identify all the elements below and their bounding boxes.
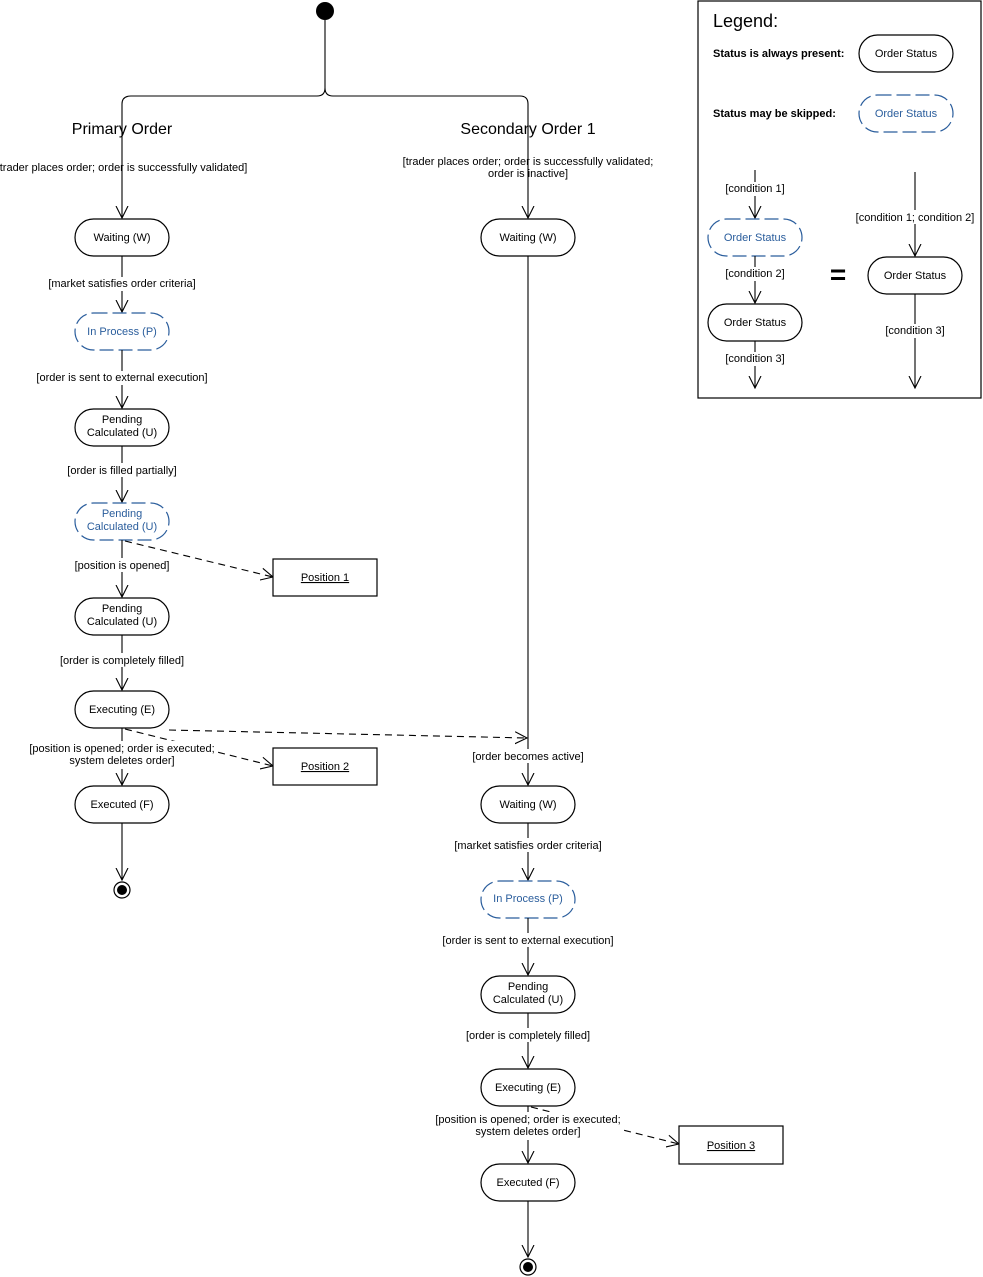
label-bg — [880, 324, 950, 338]
state-label: Calculated (U) — [87, 427, 157, 439]
legend-skipped-label: Status may be skipped: — [713, 108, 836, 120]
label-bg — [30, 741, 214, 769]
state-label: Calculated (U) — [87, 616, 157, 628]
state-label: Order Status — [884, 270, 947, 282]
condition-label: system deletes order] — [69, 755, 174, 767]
flow-secondary-start — [324, 87, 528, 218]
label-bg — [720, 182, 790, 196]
legend-condition: [condition 3] — [885, 325, 944, 337]
label-bg — [456, 838, 600, 852]
condition-label: system deletes order] — [475, 1126, 580, 1138]
flow-primary-start — [122, 20, 326, 218]
state-label: Waiting (W) — [93, 232, 150, 244]
state-label: Order Status — [724, 232, 787, 244]
state-label: Executing (E) — [495, 1082, 561, 1094]
condition-label: [market satisfies order criteria] — [48, 278, 195, 290]
label-bg — [856, 210, 974, 224]
state-label: Waiting (W) — [499, 799, 556, 811]
position-3-box — [678, 1125, 784, 1165]
condition-label: [position is opened; order is executed; — [435, 1114, 620, 1126]
final-node-core — [523, 1262, 533, 1272]
condition-label: [order becomes active] — [472, 751, 583, 763]
position-2-box — [272, 747, 378, 786]
legend-equals-sign: = — [830, 259, 846, 290]
state-label: Calculated (U) — [493, 994, 563, 1006]
label-bg — [66, 463, 178, 477]
state-label: Calculated (U) — [87, 521, 157, 533]
condition-label: [trader places order; order is successfu… — [403, 156, 654, 168]
condition-label: [trader places order; order is successfu… — [0, 162, 247, 174]
legend-condition: [condition 2] — [725, 268, 784, 280]
label-bg — [50, 277, 194, 291]
position-label: Position 2 — [301, 761, 349, 773]
label-bg — [436, 1112, 620, 1140]
legend-always-label: Status is always present: — [713, 48, 844, 60]
condition-label: [market satisfies order criteria] — [454, 840, 601, 852]
label-bg — [720, 352, 790, 366]
state-label: Pending — [102, 414, 142, 426]
condition-label: [order is filled partially] — [67, 465, 176, 477]
dependency-activate-secondary — [168, 729, 527, 738]
state-label: Order Status — [724, 317, 787, 329]
state-label: Executed (F) — [91, 799, 154, 811]
condition-label: [position is opened] — [75, 560, 170, 572]
state-label: Order Status — [875, 48, 938, 60]
legend-condition: [condition 1; condition 2] — [856, 212, 975, 224]
position-label: Position 1 — [301, 572, 349, 584]
state-label: Pending — [102, 603, 142, 615]
lane-primary-title: Primary Order — [72, 121, 173, 138]
legend-state-skipped — [858, 94, 954, 133]
state-label: Waiting (W) — [499, 232, 556, 244]
condition-label: [order is completely filled] — [466, 1030, 590, 1042]
label-bg — [58, 653, 186, 667]
condition-label: [order is sent to external execution] — [442, 935, 613, 947]
legend-state-always — [858, 34, 954, 73]
state-label: Executed (F) — [497, 1177, 560, 1189]
state-label: Pending — [102, 508, 142, 520]
initial-node — [316, 2, 334, 20]
position-label: Position 3 — [707, 1140, 755, 1152]
state-label: In Process (P) — [493, 893, 563, 905]
condition-label: [order is completely filled] — [60, 655, 184, 667]
lane-secondary-title: Secondary Order 1 — [460, 121, 595, 138]
legend-title: Legend: — [713, 11, 778, 31]
condition-label: [order is sent to external execution] — [36, 372, 207, 384]
condition-label: [position is opened; order is executed; — [29, 743, 214, 755]
state-label: Pending — [508, 981, 548, 993]
legend-condition: [condition 3] — [725, 353, 784, 365]
label-bg — [38, 371, 206, 385]
legend-condition: [condition 1] — [725, 183, 784, 195]
label-bg — [720, 267, 790, 281]
label-bg — [73, 558, 171, 572]
dependency-position-1 — [124, 540, 273, 577]
label-bg — [470, 749, 586, 763]
state-label: Executing (E) — [89, 704, 155, 716]
state-label: In Process (P) — [87, 326, 157, 338]
final-node-core — [117, 885, 127, 895]
condition-label: order is inactive] — [488, 168, 568, 180]
label-bg — [464, 1028, 592, 1042]
state-label: Order Status — [875, 108, 938, 120]
position-1-box — [272, 558, 378, 597]
label-bg — [444, 933, 612, 947]
